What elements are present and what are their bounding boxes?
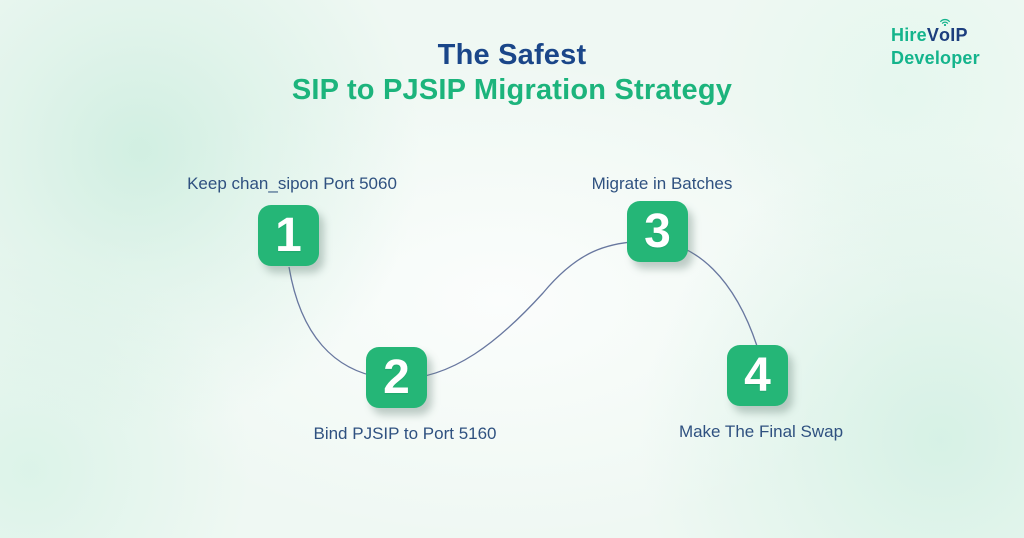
step-2-label: Bind PJSIP to Port 5160 [313, 424, 497, 443]
title-line-2: SIP to PJSIP Migration Strategy [291, 74, 733, 106]
step-4-label: Make The Final Swap [678, 422, 844, 441]
step-1-number: 1 [275, 208, 302, 262]
title-line-1: The Safest [437, 39, 587, 71]
step-3-number: 3 [644, 204, 671, 258]
logo-developer-text: Developer [891, 48, 980, 68]
step-1-badge: 1 [258, 205, 319, 266]
step-3-badge: 3 [627, 201, 688, 262]
step-2-number: 2 [383, 350, 410, 404]
wifi-icon [939, 18, 950, 27]
logo-v-text: V [926, 25, 940, 45]
step-4-badge: 4 [727, 345, 788, 406]
step-1-label: Keep chan_sipon Port 5060 [187, 174, 397, 193]
step-4-number: 4 [744, 348, 771, 402]
logo-ip-text: IP [950, 25, 968, 45]
step-2-badge: 2 [366, 347, 427, 408]
page-title: The Safest SIP to PJSIP Migration Strate… [0, 38, 1024, 108]
logo-hire-text: Hire [891, 25, 927, 45]
logo-o-text: o [939, 25, 951, 45]
logo-o-wrap: o [939, 19, 951, 47]
step-3-label: Migrate in Batches [591, 174, 733, 193]
